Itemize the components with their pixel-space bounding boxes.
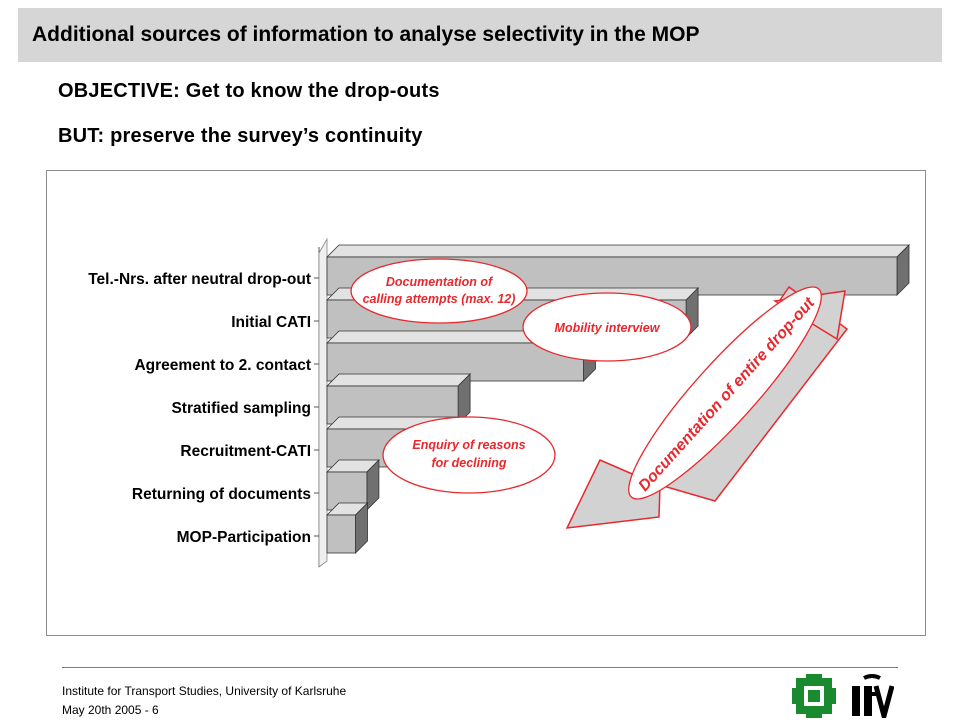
bar [326,514,356,554]
annotation-text: calling attempts (max. 12) [363,292,516,306]
university-logo [792,674,836,718]
ellipse-calling [350,258,528,324]
bar-chart: Tel.-Nrs. after neutral drop-outInitial … [88,237,910,568]
bar-top [326,373,472,387]
category-label: Tel.-Nrs. after neutral drop-out [88,271,311,288]
ellipse-enquiry [382,416,556,494]
footer-divider [62,667,898,668]
category-label: Stratified sampling [171,400,311,417]
annotation-text: Enquiry of reasons [412,438,525,452]
footer-date: May 20th 2005 - 6 [62,703,159,717]
axis-wall [318,237,328,568]
ifv-logo [852,674,894,718]
category-label: Initial CATI [231,314,311,331]
annotation-text: Documentation of [386,275,494,289]
annotation-text: for declining [432,456,507,470]
ellipse-mobility [522,292,692,362]
category-labels: Tel.-Nrs. after neutral drop-outInitial … [88,271,311,546]
bar-top [326,244,910,258]
footer-institute: Institute for Transport Studies, Univers… [62,684,347,698]
category-label: Recruitment-CATI [180,443,311,460]
category-label: Returning of documents [132,486,311,503]
annotation-text: Mobility interview [555,321,661,335]
chart-axis [314,237,328,568]
category-label: MOP-Participation [177,529,311,546]
but-line: BUT: preserve the survey’s continuity [58,125,423,147]
title-bar: Additional sources of information to ana… [18,8,942,62]
ellipse-dropout [628,286,822,500]
objective-line: OBJECTIVE: Get to know the drop-outs [58,80,440,102]
category-label: Agreement to 2. contact [134,357,311,374]
slide-title: Additional sources of information to ana… [32,23,700,46]
